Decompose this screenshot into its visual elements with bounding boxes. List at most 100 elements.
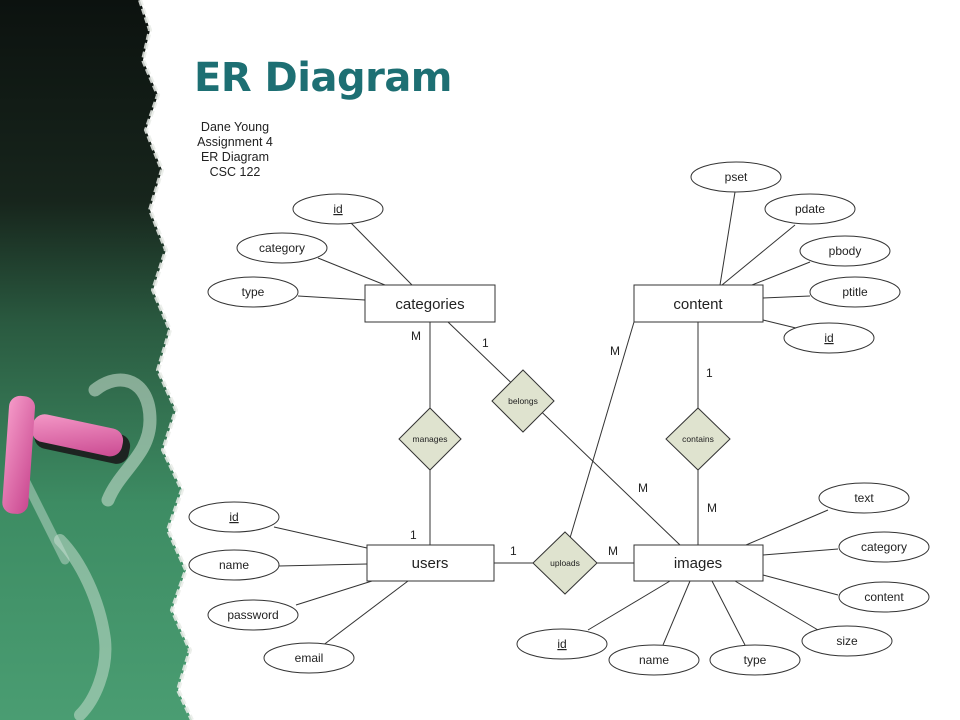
connector-line <box>762 295 811 299</box>
cardinality-label: M <box>411 329 421 343</box>
connector-line <box>719 191 736 286</box>
attribute-categories-id[interactable]: id <box>292 193 384 225</box>
connector-line <box>350 222 413 286</box>
connector-line <box>762 574 839 596</box>
entity-categories[interactable]: categories <box>364 284 496 323</box>
attribute-ellipse <box>188 501 280 533</box>
entity-box <box>633 544 764 582</box>
relationship-diamond <box>532 531 598 595</box>
connector-line <box>317 257 386 286</box>
attribute-categories-category[interactable]: category <box>236 232 328 264</box>
connector-line <box>745 509 829 546</box>
attribute-ellipse <box>608 644 700 676</box>
attribute-categories-type[interactable]: type <box>207 276 299 308</box>
connector-line <box>321 580 409 647</box>
attribute-ellipse <box>207 599 299 631</box>
attribute-key-label: id <box>229 510 238 524</box>
entity-box <box>364 284 496 323</box>
cardinality-label: 1 <box>706 366 713 380</box>
attribute-label: text <box>854 491 874 505</box>
course-label: CSC 122 <box>209 165 261 179</box>
attribute-ellipse <box>292 193 384 225</box>
attribute-ellipse <box>709 644 801 676</box>
attribute-content-pbody[interactable]: pbody <box>799 235 891 267</box>
connector-line <box>762 548 839 556</box>
attribute-label: category <box>861 540 907 554</box>
entity-content[interactable]: content <box>633 284 764 323</box>
entity-label: categories <box>395 296 464 313</box>
attribute-label: type <box>744 653 767 667</box>
attribute-ellipse <box>188 549 280 581</box>
attribute-label: email <box>295 651 324 665</box>
attribute-images-category[interactable]: category <box>838 531 930 563</box>
attribute-ellipse <box>809 276 901 308</box>
attribute-images-name[interactable]: name <box>608 644 700 676</box>
relationship-label: uploads <box>550 558 580 568</box>
attribute-label: pset <box>725 170 748 184</box>
attribute-label: password <box>227 608 278 622</box>
attribute-images-id[interactable]: id <box>516 628 608 660</box>
connector-line <box>587 580 671 631</box>
attribute-label: size <box>836 634 858 648</box>
entity-users[interactable]: users <box>366 544 495 582</box>
entity-box <box>633 284 764 323</box>
connector-line <box>295 580 373 606</box>
attribute-images-content[interactable]: content <box>838 581 930 613</box>
attribute-ellipse <box>838 531 930 563</box>
attribute-label: name <box>219 558 249 572</box>
connector-line <box>273 526 368 549</box>
connector-line <box>751 261 811 286</box>
attribute-label: pdate <box>795 202 825 216</box>
relationship-belongs[interactable]: belongs <box>491 369 555 433</box>
attribute-images-size[interactable]: size <box>801 625 893 657</box>
attribute-ellipse <box>516 628 608 660</box>
relationship-contains[interactable]: contains <box>665 407 731 471</box>
attribute-ellipse <box>690 161 782 193</box>
relationship-manages[interactable]: manages <box>398 407 462 471</box>
entity-label: content <box>673 296 723 313</box>
attribute-ellipse <box>818 482 910 514</box>
attribute-ellipse <box>764 193 856 225</box>
connector-line <box>569 321 635 539</box>
attribute-content-pdate[interactable]: pdate <box>764 193 856 225</box>
attribute-users-password[interactable]: password <box>207 599 299 631</box>
attribute-ellipse <box>799 235 891 267</box>
attribute-images-text[interactable]: text <box>818 482 910 514</box>
connector-line <box>721 224 796 286</box>
chalkboard-background-image <box>0 0 194 720</box>
attribute-content-pset[interactable]: pset <box>690 161 782 193</box>
cardinality-label: 1 <box>482 336 489 350</box>
attribute-ellipse <box>801 625 893 657</box>
attribute-ellipse <box>236 232 328 264</box>
attribute-label: type <box>242 285 265 299</box>
attribute-label: content <box>864 590 904 604</box>
attribute-content-ptitle[interactable]: ptitle <box>809 276 901 308</box>
cardinality-labels: M 1 M 1 M M 1 1 M <box>410 329 717 558</box>
cardinality-label: 1 <box>410 528 417 542</box>
cardinality-label: M <box>608 544 618 558</box>
cardinality-label: M <box>610 344 620 358</box>
attribute-content-id[interactable]: id <box>783 322 875 354</box>
relationship-uploads[interactable]: uploads <box>532 531 598 595</box>
entity-images[interactable]: images <box>633 544 764 582</box>
attribute-ellipse <box>207 276 299 308</box>
relationship-label: contains <box>682 434 714 444</box>
assignment-label: Assignment 4 <box>197 135 273 149</box>
relationship-diamond <box>398 407 462 471</box>
cardinality-label: M <box>707 501 717 515</box>
relationship-label: manages <box>413 434 448 444</box>
relationship-diamond <box>491 369 555 433</box>
attribute-users-name[interactable]: name <box>188 549 280 581</box>
attribute-ellipse <box>263 642 355 674</box>
attribute-users-email[interactable]: email <box>263 642 355 674</box>
attribute-images-type[interactable]: type <box>709 644 801 676</box>
connector-lines <box>273 191 839 647</box>
relationship-label: belongs <box>508 396 538 406</box>
cardinality-label: M <box>638 481 648 495</box>
attribute-users-id[interactable]: id <box>188 501 280 533</box>
author-info: Dane Young Assignment 4 ER Diagram CSC 1… <box>190 120 280 180</box>
entity-label: users <box>412 555 449 572</box>
attribute-label: name <box>639 653 669 667</box>
